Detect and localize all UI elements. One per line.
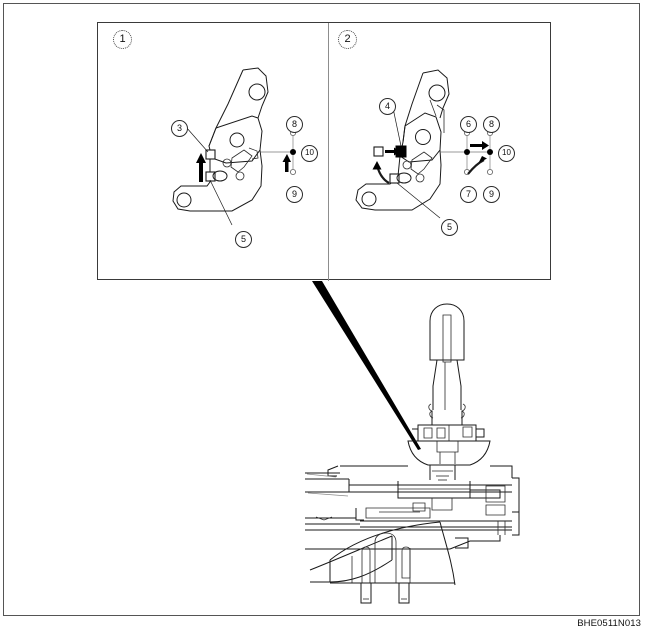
callout-10-panel2: 10 <box>498 145 515 162</box>
page-border <box>3 3 640 616</box>
callout-9-panel1: 9 <box>286 186 303 203</box>
callout-4: 4 <box>379 98 396 115</box>
figure-code: BHE0511N013 <box>577 618 641 629</box>
detail-box <box>97 22 551 281</box>
callout-5-panel2: 5 <box>441 219 458 236</box>
leader-pointer <box>312 281 421 450</box>
callout-9-panel2: 9 <box>483 186 500 203</box>
callout-7: 7 <box>460 186 477 203</box>
callout-3: 3 <box>171 120 188 137</box>
callout-8-panel2: 8 <box>483 116 500 133</box>
panel-divider <box>328 23 329 281</box>
callout-10-panel1: 10 <box>301 145 318 162</box>
callout-8-panel1: 8 <box>286 116 303 133</box>
panel-number-1: 1 <box>113 30 132 49</box>
panel-number-2: 2 <box>338 30 357 49</box>
callout-6: 6 <box>460 116 477 133</box>
callout-5-panel1: 5 <box>235 231 252 248</box>
